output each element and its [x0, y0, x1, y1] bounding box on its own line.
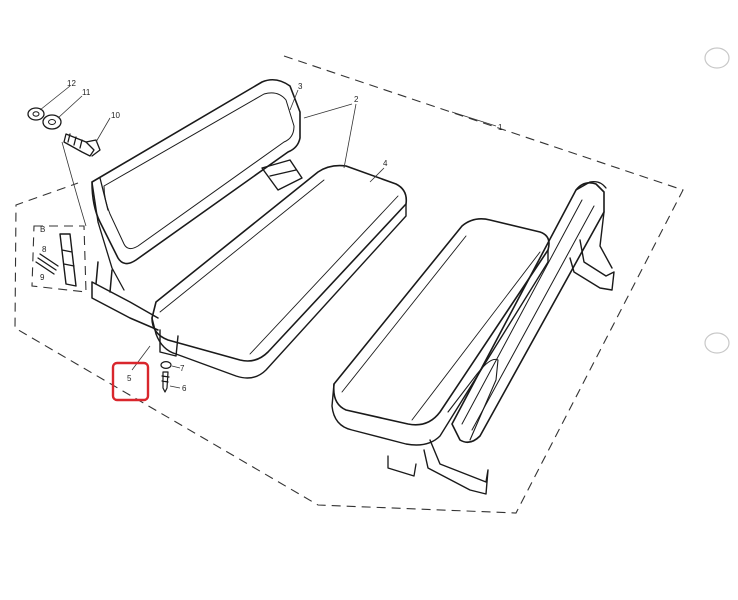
- left-bench-rear-bracket: [261, 159, 303, 191]
- punch-hole-middle: [704, 332, 730, 354]
- right-bench: [331, 180, 615, 495]
- leader-3: [289, 89, 299, 111]
- callout-9: 9: [40, 273, 45, 282]
- leader-10: [95, 117, 111, 143]
- callout-1: 1: [498, 123, 503, 132]
- left-backrest-side: [91, 177, 125, 291]
- callout-5: 5: [127, 374, 132, 383]
- left-seat-cushion-front: [151, 203, 407, 379]
- leader-detail-b: [61, 141, 87, 227]
- left-bench-frame: [91, 261, 159, 331]
- detail-b-bolt: [35, 253, 59, 275]
- callout-7: 7: [180, 364, 185, 373]
- right-backrest-top-cap: [575, 180, 607, 191]
- leader-12: [39, 85, 71, 111]
- callout-10: 10: [111, 111, 120, 120]
- right-backrest: [451, 182, 605, 444]
- right-seat-cushion-seam: [341, 235, 541, 421]
- punch-hole-top: [704, 47, 730, 69]
- fixing-kit: [27, 107, 101, 157]
- callout-detail-b: B: [40, 225, 45, 234]
- right-seat-cushion-fold: [447, 358, 499, 441]
- callout-6: 6: [182, 384, 187, 393]
- callout-12: 12: [67, 79, 76, 88]
- floor-fixings: [160, 361, 172, 393]
- callout-4: 4: [383, 159, 388, 168]
- washer-part-7: [160, 361, 172, 370]
- left-backrest-inner: [103, 92, 295, 250]
- punch-holes: [704, 47, 730, 354]
- right-bench-foot: [387, 455, 417, 477]
- washer-part-11-hole: [48, 119, 56, 125]
- leader-lines: [39, 85, 497, 389]
- screw-part-6: [161, 371, 170, 393]
- leader-2a: [303, 103, 353, 119]
- left-bench: [91, 78, 408, 379]
- leader-4: [369, 167, 385, 183]
- callout-11: 11: [82, 88, 91, 97]
- left-bench-leg: [159, 329, 179, 357]
- callout-2: 2: [354, 95, 359, 104]
- nut-part-12: [27, 107, 45, 121]
- leader-2b: [343, 103, 357, 169]
- leader-5: [131, 345, 151, 371]
- leader-11: [57, 95, 83, 119]
- right-backrest-inner: [461, 199, 595, 431]
- assembly-outline: [14, 55, 684, 514]
- detail-b-bracket: [59, 233, 77, 287]
- detail-b-frame: [31, 225, 87, 293]
- right-bench-rear-leg: [569, 211, 615, 291]
- leader-7: [171, 365, 181, 369]
- callout-8: 8: [42, 245, 47, 254]
- left-seat-cushion: [151, 164, 408, 362]
- callout-3: 3: [298, 82, 303, 91]
- leader-6: [169, 385, 181, 389]
- leader-1: [451, 111, 497, 127]
- detail-b: [31, 225, 87, 293]
- right-bench-front-leg: [423, 439, 489, 495]
- nut-part-12-hole: [32, 111, 40, 117]
- washer-part-11: [42, 114, 62, 130]
- left-backrest: [91, 78, 301, 265]
- right-seat-cushion-front: [331, 249, 549, 446]
- bolt-head-part-10: [85, 139, 101, 157]
- bolt-part-10: [63, 133, 95, 157]
- left-seat-cushion-seam: [159, 179, 399, 355]
- callout-5-highlight-box: [111, 361, 150, 402]
- callouts: 1 2 3 4 5 6 7 8 9 10 11 12 B: [40, 79, 503, 393]
